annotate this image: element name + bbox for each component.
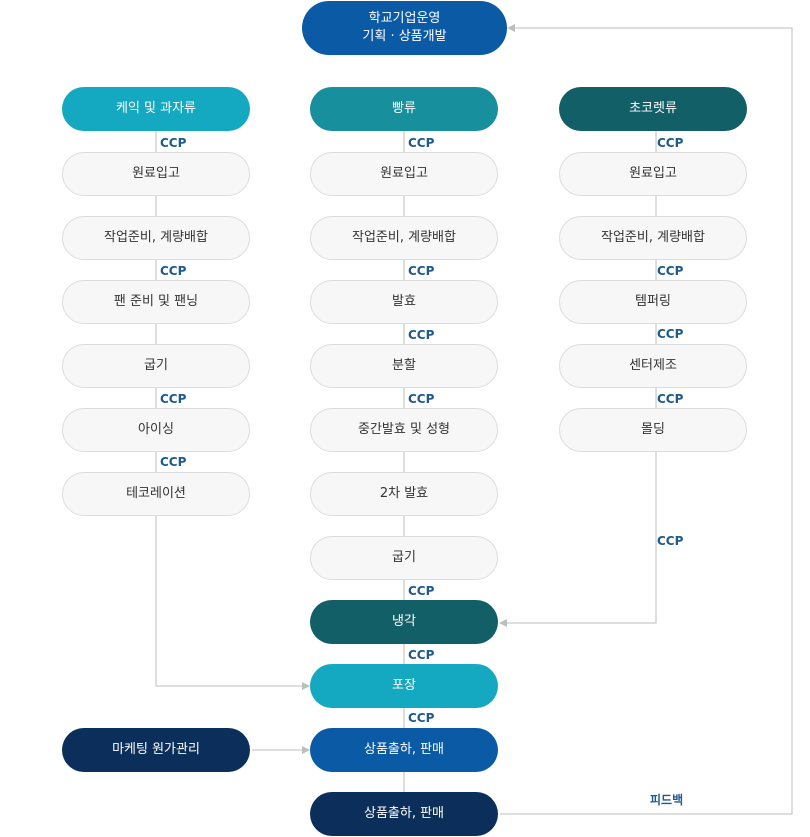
- ccp-label: CCP: [408, 584, 435, 598]
- shipping-label: 상품출하, 판매: [363, 742, 445, 758]
- ccp-label: CCP: [160, 136, 187, 150]
- choco-step-1: 원료입고: [559, 152, 747, 196]
- shipping-node: 상품출하, 판매: [310, 728, 498, 772]
- choco-step-5-label: 몰딩: [641, 422, 665, 438]
- cake-step-6-label: 테코레이션: [126, 486, 186, 502]
- choco-step-1-label: 원료입고: [629, 166, 677, 182]
- choco-step-2: 작업준비, 계량배합: [559, 216, 747, 260]
- header-bread: 빵류: [310, 87, 498, 131]
- bread-step-1-label: 원료입고: [380, 166, 428, 182]
- cake-step-2-label: 작업준비, 계량배합: [104, 230, 208, 246]
- bread-step-2-label: 작업준비, 계량배합: [352, 230, 456, 246]
- bread-step-6: 2차 발효: [310, 472, 498, 516]
- ccp-label: CCP: [657, 264, 684, 278]
- bread-step-7: 굽기: [310, 536, 498, 580]
- sales-label: 상품출하, 판매: [363, 806, 445, 822]
- ccp-label: CCP: [408, 711, 435, 725]
- choco-step-5: 몰딩: [559, 408, 747, 452]
- header-choco-label: 초코렛류: [629, 101, 677, 117]
- choco-step-4: 센터제조: [559, 344, 747, 388]
- ccp-label: CCP: [657, 327, 684, 341]
- choco-step-4-label: 센터제조: [629, 358, 677, 374]
- ccp-label: CCP: [657, 136, 684, 150]
- choco-step-2-label: 작업준비, 계량배합: [601, 230, 705, 246]
- header-cake-label: 케익 및 과자류: [115, 101, 197, 117]
- cake-step-5: 아이싱: [62, 408, 250, 452]
- choco-step-3-label: 템퍼링: [635, 294, 671, 310]
- title-line-2: 기획 · 상품개발: [362, 29, 447, 44]
- choco-step-3: 템퍼링: [559, 280, 747, 324]
- marketing-label: 마케팅 원가관리: [112, 742, 200, 758]
- ccp-label: CCP: [408, 328, 435, 342]
- marketing-node: 마케팅 원가관리: [62, 728, 250, 772]
- ccp-label: CCP: [408, 392, 435, 406]
- cooling-label: 냉각: [392, 614, 416, 630]
- bread-step-6-label: 2차 발효: [379, 486, 429, 502]
- sales-node: 상품출하, 판매: [310, 792, 498, 836]
- bread-step-1: 원료입고: [310, 152, 498, 196]
- bread-step-7-label: 굽기: [392, 550, 416, 566]
- ccp-label: CCP: [657, 534, 684, 548]
- ccp-label: CCP: [408, 136, 435, 150]
- header-choco: 초코렛류: [559, 87, 747, 131]
- cake-step-1: 원료입고: [62, 152, 250, 196]
- bread-step-2: 작업준비, 계량배합: [310, 216, 498, 260]
- ccp-label: CCP: [160, 264, 187, 278]
- title-line-1: 학교기업운영: [368, 11, 441, 27]
- cake-step-2: 작업준비, 계량배합: [62, 216, 250, 260]
- bread-step-4: 분할: [310, 344, 498, 388]
- cooling-node: 냉각: [310, 600, 498, 644]
- ccp-label: CCP: [657, 392, 684, 406]
- packaging-label: 포장: [392, 678, 416, 694]
- title-node: 학교기업운영 기획 · 상품개발: [302, 1, 507, 55]
- cake-step-4: 굽기: [62, 344, 250, 388]
- packaging-node: 포장: [310, 664, 498, 708]
- header-bread-label: 빵류: [392, 101, 416, 117]
- bread-step-5-label: 중간발효 및 성형: [358, 422, 450, 438]
- cake-step-4-label: 굽기: [144, 358, 168, 374]
- feedback-label: 피드백: [650, 793, 684, 807]
- ccp-label: CCP: [408, 264, 435, 278]
- ccp-label: CCP: [160, 455, 187, 469]
- cake-step-5-label: 아이싱: [138, 422, 174, 438]
- bread-step-4-label: 분할: [392, 358, 416, 374]
- cake-step-3: 팬 준비 및 팬닝: [62, 280, 250, 324]
- cake-step-6: 테코레이션: [62, 472, 250, 516]
- header-cake: 케익 및 과자류: [62, 87, 250, 131]
- bread-step-3-label: 발효: [392, 294, 416, 310]
- bread-step-5: 중간발효 및 성형: [310, 408, 498, 452]
- cake-step-1-label: 원료입고: [132, 166, 180, 182]
- cake-step-3-label: 팬 준비 및 팬닝: [113, 294, 199, 310]
- ccp-label: CCP: [408, 648, 435, 662]
- bread-step-3: 발효: [310, 280, 498, 324]
- ccp-label: CCP: [160, 392, 187, 406]
